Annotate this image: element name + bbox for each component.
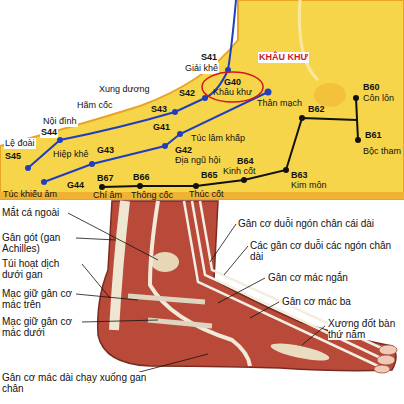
anatomy-label: Gân cơ mác ba [282,296,400,307]
point-code: B65 [200,170,219,181]
point-code: S43 [150,104,168,115]
anatomy-label: Mạc giữ gân cơ mác dưới [2,316,82,338]
point-name: Thúc cốt [188,189,225,200]
point-name: Thân mạch [256,98,303,109]
point-name: Thông cốc [130,190,174,201]
anatomy-label: Túi hoạt dịch dưới gan [2,258,82,280]
point-name: Hãm cốc [76,100,114,111]
point-code: S45 [4,151,22,162]
point-name: Côn lôn [362,93,395,104]
point-code: G40 [213,77,252,87]
malleolus [314,83,346,107]
point-code: B63 [290,170,309,181]
anatomy-label: Gân cơ duỗi ngón chân cái dài [238,218,400,229]
point-name: Chí âm [92,190,123,201]
bladder-dots [99,95,361,190]
point-name: Giải khê [184,63,219,74]
lateral-malleolus [151,252,179,272]
point-name: Nội đình [42,116,78,127]
point-code: G43 [96,145,115,156]
point-code: G44 [66,180,85,191]
anatomy-label: Các gân cơ duỗi các ngón chân dài [250,240,400,262]
point-name: Lệ đoài [4,138,36,149]
point-code: S44 [40,127,58,138]
anatomy-label: Xương đốt bàn thứ năm [328,318,402,340]
metatarsal [269,340,330,364]
peroneus-tendon [150,201,250,366]
toes [374,345,397,373]
point-code: S41 [200,52,218,63]
point-name: Kinh cốt [222,166,257,177]
point-code: G41 [152,122,171,133]
anatomy-label: Gân gót (gan Achilles) [2,232,74,254]
gallbladder-meridian [44,92,268,182]
point-name: Kim môn [290,180,328,191]
leg-shade [299,0,318,80]
point-name: Khâu khư [213,87,252,97]
point-code: G42 [174,145,193,156]
acupoint-dots [25,67,272,185]
point-code: B62 [307,104,326,115]
anatomy-label: Mắt cá ngoài [2,207,68,218]
bladder-meridian [102,98,358,187]
achilles-tendon [114,201,125,330]
point-name: Bộc tham [362,146,402,157]
retinaculum [128,296,212,326]
point-code: S42 [178,88,196,99]
point-name: Túc lâm khấp [190,133,246,144]
point-name: Túc khiếu âm [2,189,58,200]
leader-lines [66,212,325,374]
point-code: B66 [132,172,151,183]
foot-outline [0,0,404,199]
point-heading: KHÂU KHƯ [258,52,309,63]
highlight-ellipse: G40Khâu khư [204,74,261,100]
point-name: Địa ngũ hội [174,155,222,166]
point-code: B64 [236,156,255,167]
anatomy-label: Gân cơ mác ngắn [268,272,398,283]
point-name: Hiệp khê [52,149,90,160]
point-code: B60 [362,82,381,93]
point-code: B67 [96,173,115,184]
anatomy-label: Gân cơ mác dài chạy xuống gan chân [2,372,152,394]
point-name: Xung dương [98,84,150,95]
anatomy-label: Mạc giữ gân cơ mác trên [2,288,76,310]
point-code: B61 [364,130,383,141]
